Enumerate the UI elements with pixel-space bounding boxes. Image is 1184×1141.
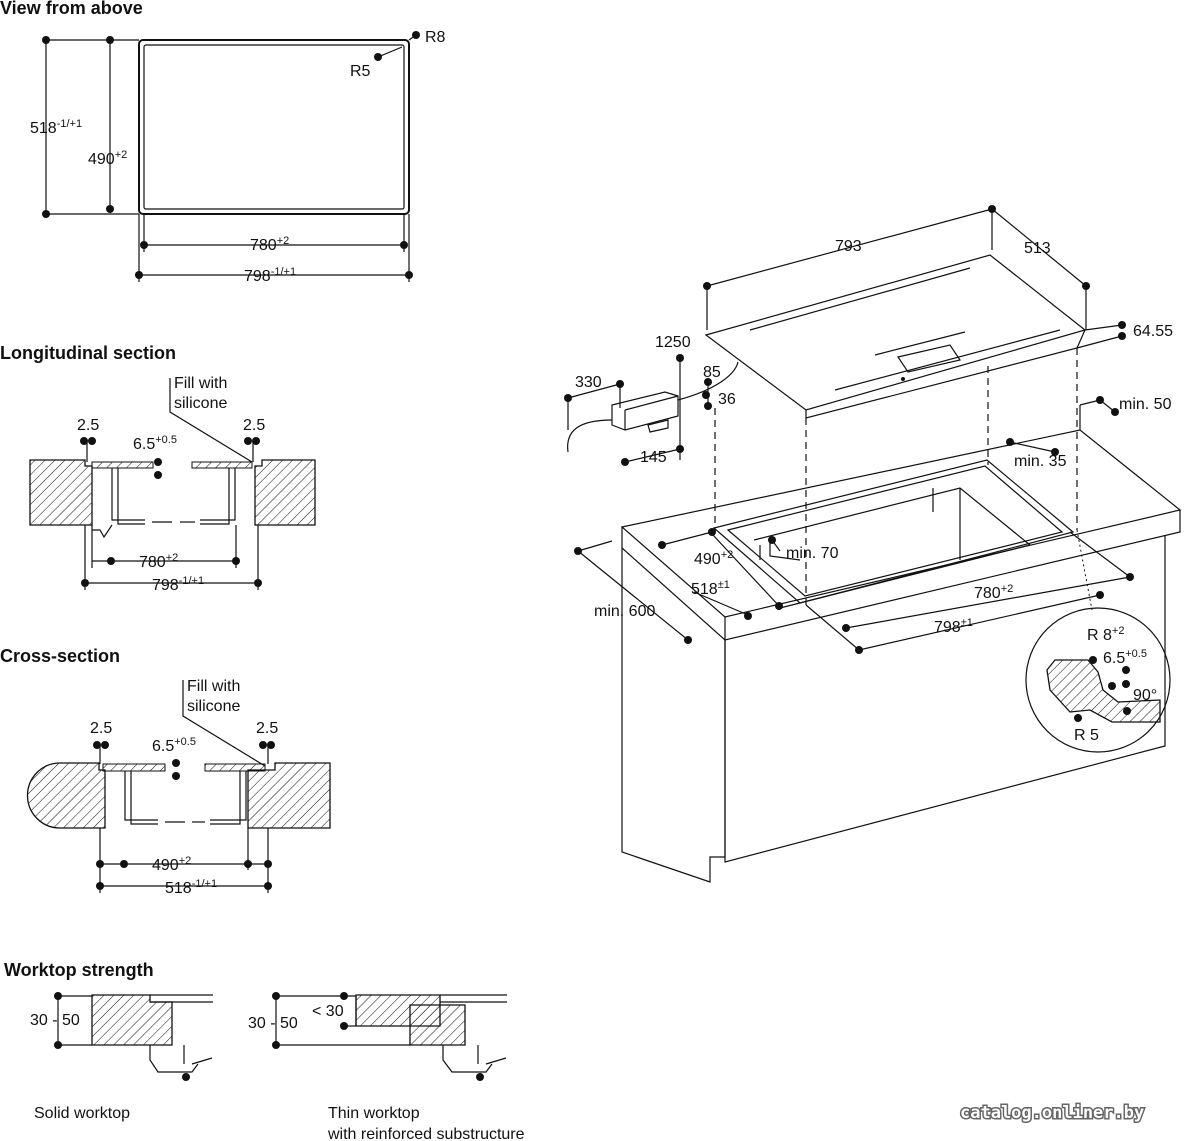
watermark: catalog.onliner.by xyxy=(960,1103,1144,1123)
cross-fill-silicone-1: Fill with xyxy=(187,678,240,695)
cross-gap-left: 2.5 xyxy=(90,720,112,737)
long-worktop-right xyxy=(254,459,316,526)
title-longitudinal: Longitudinal section xyxy=(0,343,176,363)
iso-780: 780+2 xyxy=(974,583,1013,602)
title-view-from-above: View from above xyxy=(0,0,143,18)
iso-518: 518±1 xyxy=(691,579,730,598)
detail-r8: R 8+2 xyxy=(1087,625,1124,644)
long-gap-right: 2.5 xyxy=(243,417,265,434)
iso-330: 330 xyxy=(575,374,602,391)
hob-top xyxy=(704,254,1087,411)
iso-798: 798±1 xyxy=(934,617,973,636)
hob-front xyxy=(805,329,1086,419)
detail-6-5: 6.5+0.5 xyxy=(1103,648,1147,667)
cross-section: Cross-section Fill with silicone 2.5 2.5… xyxy=(0,646,331,897)
cross-depth-label: 6.5+0.5 xyxy=(152,736,196,755)
long-inner-label: 780+2 xyxy=(139,552,178,571)
isometric-installation-view: 793 513 64.55 1250 330 85 36 145 min. 50 xyxy=(564,205,1182,883)
worktop-strength: Worktop strength 30 - 50 Solid worktop 3… xyxy=(4,960,525,1141)
height-inner-label: 490+2 xyxy=(88,149,127,168)
iso-490: 490+2 xyxy=(694,549,733,568)
cross-worktop-left xyxy=(26,762,106,829)
view-from-above: View from above R8 R5 518-1/+1 490+2 780… xyxy=(0,0,446,285)
reinforced-substructure xyxy=(409,1004,466,1046)
iso-85: 85 xyxy=(703,364,721,381)
cross-outer-label: 518-1/+1 xyxy=(165,878,217,897)
solid-worktop-caption: Solid worktop xyxy=(34,1105,130,1122)
iso-513: 513 xyxy=(1024,240,1051,257)
iso-1250: 1250 xyxy=(655,334,691,351)
corner-detail-profile xyxy=(1046,659,1161,723)
title-cross: Cross-section xyxy=(0,646,120,666)
thin-thickness-range: 30 - 50 xyxy=(248,1015,298,1032)
iso-145: 145 xyxy=(640,449,667,466)
corner-detail-circle xyxy=(1025,607,1171,753)
cutout-outer-outline xyxy=(138,39,410,215)
thin-worktop-caption-1: Thin worktop xyxy=(328,1105,420,1122)
longitudinal-section: Longitudinal section Fill with silicone … xyxy=(0,343,316,594)
long-depth-label: 6.5+0.5 xyxy=(133,434,177,453)
cross-inner-label: 490+2 xyxy=(152,855,191,874)
cabinet-front xyxy=(724,535,1166,863)
thin-worktop-caption-2: with reinforced substructure xyxy=(327,1126,525,1141)
width-inner-label: 780+2 xyxy=(250,235,289,254)
height-outer-label: 518-1/+1 xyxy=(30,118,82,137)
title-worktop-strength: Worktop strength xyxy=(4,960,154,980)
control-box xyxy=(611,391,679,431)
cutout-inner xyxy=(726,465,1064,597)
iso-min-600: min. 600 xyxy=(594,603,655,620)
thin-max-label: < 30 xyxy=(312,1003,344,1020)
long-fill-silicone-1: Fill with xyxy=(174,375,227,392)
cutout-outer xyxy=(712,459,1075,604)
iso-793: 793 xyxy=(835,238,862,255)
cross-fill-silicone-2: silicone xyxy=(187,698,240,715)
iso-min-35: min. 35 xyxy=(1014,453,1067,470)
cutout-inner-outline xyxy=(143,44,405,210)
long-gap-left: 2.5 xyxy=(77,417,99,434)
r5-label: R5 xyxy=(350,63,371,80)
detail-r5: R 5 xyxy=(1074,727,1099,744)
iso-36: 36 xyxy=(718,391,736,408)
iso-64-55: 64.55 xyxy=(1133,323,1173,340)
solid-thickness-range: 30 - 50 xyxy=(30,1012,80,1029)
cross-worktop-right xyxy=(247,762,331,829)
iso-min-70: min. 70 xyxy=(786,545,839,562)
iso-min-50: min. 50 xyxy=(1119,396,1172,413)
long-fill-silicone-2: silicone xyxy=(174,395,227,412)
r8-label: R8 xyxy=(425,29,446,46)
cross-gap-right: 2.5 xyxy=(256,720,278,737)
long-worktop-left xyxy=(29,459,93,526)
width-outer-label: 798-1/+1 xyxy=(244,266,296,285)
long-outer-label: 798-1/+1 xyxy=(152,575,204,594)
detail-90-deg: 90° xyxy=(1133,687,1157,704)
